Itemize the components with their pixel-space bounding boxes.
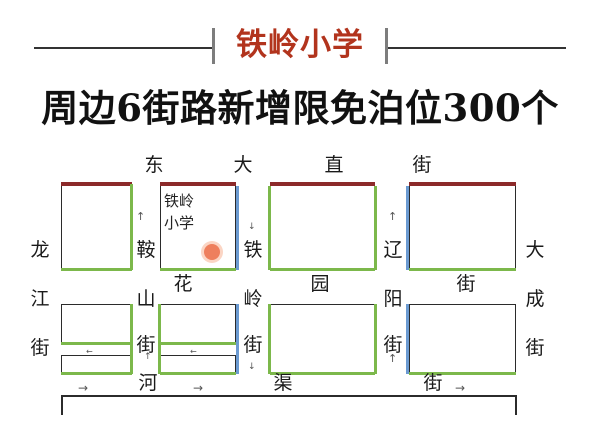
parking-edge-tieling-east-top — [268, 186, 271, 270]
road-label-liaoyang-2: 阳 — [383, 288, 403, 310]
parking-edge-tieling-top — [236, 186, 239, 270]
parking-edge-top-2 — [160, 182, 236, 186]
road-label-tieling-2: 岭 — [243, 288, 263, 310]
parking-edge-anshan-lower-east — [158, 304, 161, 374]
road-label-anshan-3: 街 — [136, 334, 156, 356]
road-label-dacheng-2: 成 — [525, 288, 545, 310]
road-label-liaoyang-1: 辽 — [383, 239, 403, 261]
road-label-hequ-3: 街 — [423, 372, 443, 394]
parking-edge-tieling-east-lower — [268, 304, 271, 374]
road-label-dongdazhi-1: 东 — [144, 154, 164, 176]
road-label-dongdazhi-2: 大 — [233, 154, 253, 176]
parking-edge-liaoyang-lower — [406, 304, 409, 374]
parking-edge-top-1 — [61, 182, 132, 186]
header-separator-left — [212, 28, 215, 64]
school-label-line2: 小学 — [164, 214, 195, 232]
arrow-up-liaoyang-lower: ↑ — [388, 352, 398, 365]
road-label-liaoyang-3: 街 — [383, 334, 403, 356]
road-label-huayuan-2: 园 — [310, 273, 330, 295]
arrow-right-hequ-1: → — [78, 381, 89, 395]
parking-edge-top-4 — [409, 182, 516, 186]
parking-edge-top-3 — [270, 182, 375, 186]
road-label-huayuan-1: 花 — [173, 273, 193, 295]
hequ-road-right-edge — [515, 395, 517, 415]
road-label-hequ-2: 渠 — [273, 372, 293, 394]
parking-edge-tieling-lower — [236, 304, 239, 374]
parking-edge-anshan-lower — [130, 304, 133, 374]
block-top-1 — [61, 184, 132, 270]
arrow-left-block-1: ← — [86, 347, 93, 356]
arrow-down-tieling: ↓ — [248, 222, 256, 232]
parking-edge-liaoyang-top — [406, 186, 409, 270]
block-lower-2 — [160, 304, 236, 344]
arrow-right-hequ-3: → — [455, 381, 466, 395]
road-label-dongdazhi-4: 街 — [412, 154, 432, 176]
parking-edge-lower-1 — [61, 342, 132, 345]
header-rule-right — [388, 47, 566, 49]
hequ-road-line — [61, 395, 516, 397]
block-lower-1 — [61, 304, 132, 344]
section-title: 铁岭小学 — [236, 27, 364, 63]
parking-edge-liaoyang-west-top — [374, 186, 377, 270]
parking-edge-liaoyang-west-lower — [374, 304, 377, 374]
road-label-dongdazhi-3: 直 — [324, 154, 344, 176]
parking-edge-huayuan-4 — [409, 268, 516, 271]
parking-edge-hequ-4 — [409, 372, 516, 375]
arrow-up-anshan-lower: ↑ — [144, 352, 152, 362]
parking-edge-hequ-2 — [160, 372, 236, 375]
road-label-dacheng-3: 街 — [525, 337, 545, 359]
road-label-tieling-3: 街 — [243, 334, 263, 356]
block-top-4 — [409, 184, 516, 270]
parking-edge-huayuan-2 — [160, 268, 236, 271]
school-location-marker — [204, 244, 220, 260]
school-label: 铁岭 小学 — [164, 190, 224, 234]
arrow-down-tieling-lower: ↓ — [248, 362, 256, 372]
arrow-up-liaoyang: ↑ — [388, 210, 398, 223]
road-label-dacheng-1: 大 — [525, 239, 545, 261]
header-rule-left — [34, 47, 212, 49]
road-label-tieling-1: 铁 — [243, 239, 263, 261]
arrow-left-block-2: ← — [190, 347, 197, 356]
parking-edge-huayuan-3 — [270, 268, 375, 271]
parking-edge-huayuan-1 — [61, 268, 132, 271]
parking-edge-anshan-top — [130, 184, 133, 270]
road-label-anshan-1: 鞍 — [136, 239, 156, 261]
school-label-line1: 铁岭 — [164, 192, 195, 210]
parking-edge-hequ-1 — [61, 372, 132, 375]
headline: 周边6街路新增限免泊位300个 — [41, 86, 559, 130]
road-label-longjiang-3: 街 — [30, 337, 50, 359]
parking-edge-lower-2 — [160, 342, 236, 345]
block-lower-4 — [409, 304, 516, 374]
header-separator-right — [385, 28, 388, 64]
parking-edge-hequ-3 — [270, 372, 375, 375]
road-label-huayuan-3: 街 — [456, 273, 476, 295]
block-lower-3 — [270, 304, 375, 374]
arrow-right-hequ-2: → — [193, 381, 204, 395]
block-top-3 — [270, 184, 375, 270]
road-label-hequ-1: 河 — [138, 372, 158, 394]
block-school — [160, 184, 236, 270]
arrow-up-anshan: ↑ — [136, 210, 146, 223]
road-label-anshan-2: 山 — [136, 288, 156, 310]
hequ-road-left-edge — [61, 395, 63, 415]
road-label-longjiang-2: 江 — [30, 288, 50, 310]
road-label-longjiang-1: 龙 — [30, 239, 50, 261]
